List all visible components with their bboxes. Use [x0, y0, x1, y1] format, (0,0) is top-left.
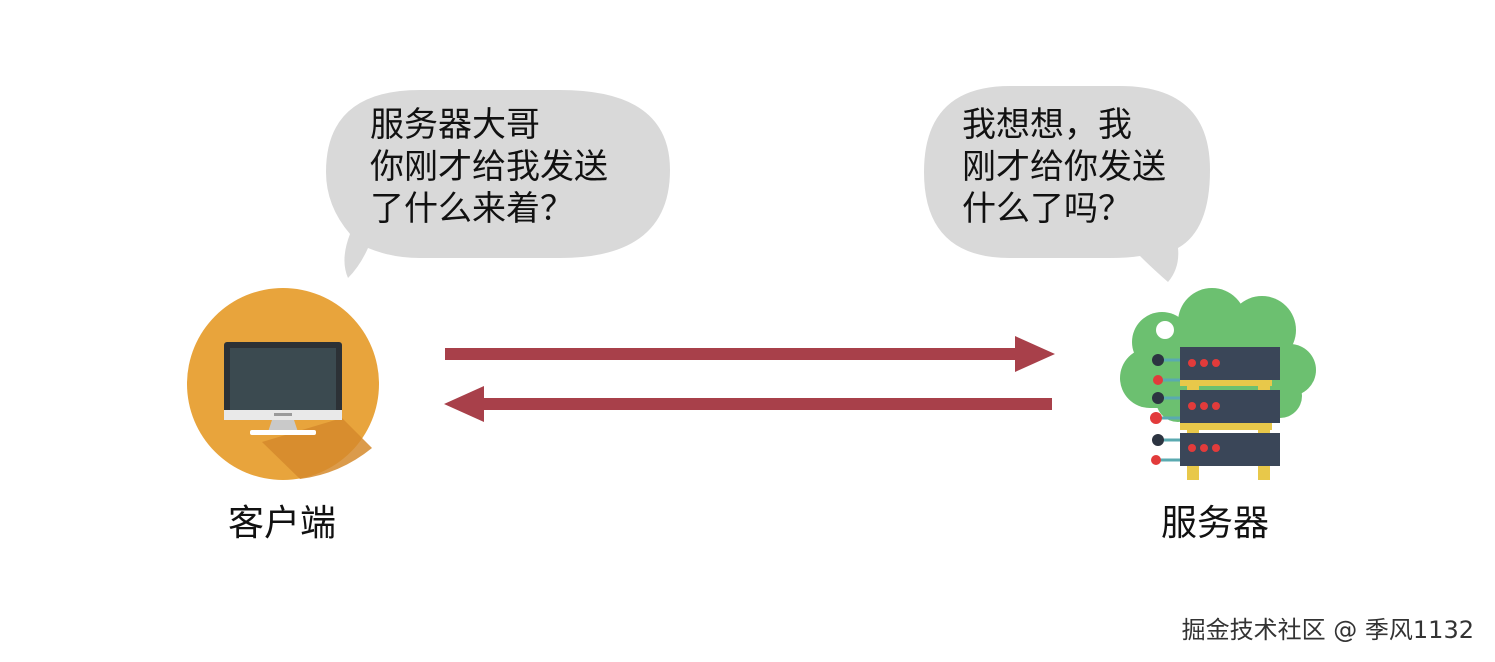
response-arrow — [444, 386, 1052, 422]
desktop-computer-icon — [187, 288, 379, 480]
server-rack-cloud-icon — [1120, 288, 1316, 480]
client-label: 客户端 — [228, 503, 336, 544]
client-speech-line-2: 你刚才给我发送 — [370, 147, 608, 187]
server-speech-line-1: 我想想，我 — [962, 105, 1132, 145]
server-speech-line-3: 什么了吗？ — [962, 189, 1132, 229]
server-speech-bubble: 我想想，我 刚才给你发送 什么了吗？ — [924, 86, 1210, 282]
client-speech-bubble: 服务器大哥 你刚才给我发送 了什么来着？ — [326, 90, 670, 278]
server-label: 服务器 — [1161, 503, 1269, 544]
client-speech-line-1: 服务器大哥 — [370, 105, 540, 145]
server-speech-line-2: 刚才给你发送 — [962, 147, 1166, 187]
client-speech-line-3: 了什么来着？ — [370, 189, 574, 229]
watermark: 掘金技术社区 @ 季风1132 — [1182, 616, 1474, 644]
request-arrow — [445, 336, 1055, 372]
